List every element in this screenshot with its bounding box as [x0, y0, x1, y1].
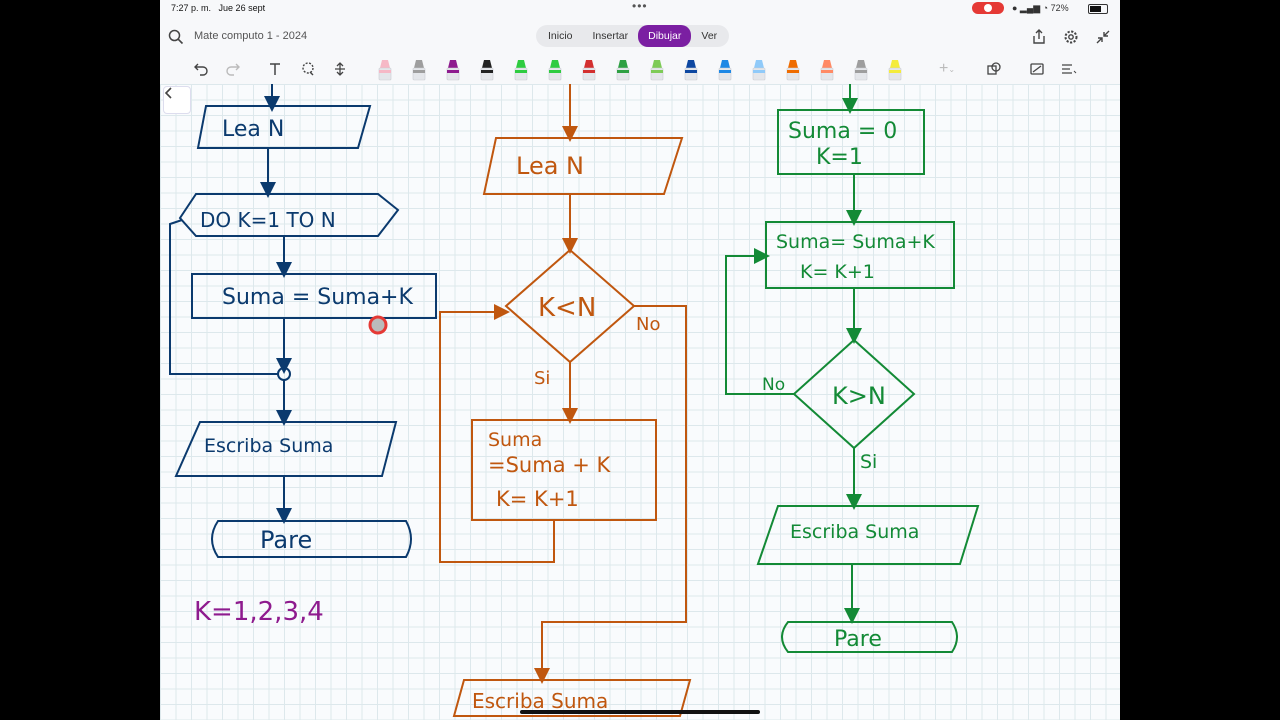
pen-15[interactable] — [854, 58, 868, 82]
drawing-toolbar: +⌄ — [160, 56, 1120, 82]
flow2-process-line3: K= K+1 — [496, 487, 579, 511]
no-branch-line — [534, 305, 687, 684]
flow3-yes-label: Si — [860, 451, 877, 473]
flow1-loop-text: DO K=1 TO N — [200, 208, 336, 232]
flowchart-2 — [439, 84, 692, 717]
flow3-output-text: Escriba Suma — [790, 521, 919, 543]
collapse-icon[interactable] — [1094, 28, 1112, 46]
flow1-process-text: Suma = Suma+K — [222, 285, 413, 310]
pen-11[interactable] — [718, 58, 732, 82]
pen-12[interactable] — [752, 58, 766, 82]
share-icon[interactable] — [1030, 28, 1048, 46]
pen-9[interactable] — [650, 58, 664, 82]
document-title[interactable]: Mate computo 1 - 2024 — [194, 30, 308, 42]
loop-connector — [277, 367, 291, 381]
tab-inicio[interactable]: Inicio — [548, 30, 573, 42]
tab-insertar[interactable]: Insertar — [592, 30, 629, 42]
flowchart-3 — [725, 84, 980, 653]
flow2-no-label: No — [636, 314, 660, 335]
pen-7[interactable] — [582, 58, 596, 82]
flow1-input-text: Lea N — [222, 117, 284, 142]
app-screen: 7:27 p. m. Jue 26 sept ••• ● ▂▄▆ ◔ 72% M… — [160, 0, 1120, 720]
redo-icon[interactable] — [222, 58, 244, 80]
flow2-process-line1: Suma — [488, 429, 542, 451]
back-button[interactable] — [163, 86, 191, 114]
ribbon-tabs: Inicio Insertar Dibujar Ver — [536, 25, 730, 47]
flowchart-drawing: Lea N DO K=1 TO N Suma = Suma+K Escriba … — [169, 84, 980, 717]
process-box — [471, 419, 657, 521]
pen-5[interactable] — [514, 58, 528, 82]
title-bar: Mate computo 1 - 2024 Inicio Insertar Di… — [160, 20, 1120, 54]
settings-gear-icon[interactable] — [1062, 28, 1080, 46]
process-box — [191, 273, 437, 319]
flow3-init-line1: Suma = 0 — [788, 119, 897, 144]
flow3-process-line2: K= K+1 — [800, 261, 875, 283]
output-shape — [756, 505, 980, 565]
home-indicator[interactable] — [520, 710, 760, 714]
add-space-icon[interactable] — [329, 58, 351, 80]
flow3-init-line2: K=1 — [816, 145, 863, 170]
shapes-icon[interactable] — [984, 58, 1006, 80]
status-bar: 7:27 p. m. Jue 26 sept ••• ● ▂▄▆ ◔ 72% — [160, 0, 1120, 18]
flow1-end-text: Pare — [260, 526, 312, 554]
pen-4[interactable] — [480, 58, 494, 82]
pen-14[interactable] — [820, 58, 834, 82]
status-battery-text: ● ▂▄▆ ◔ 72% — [1012, 3, 1069, 13]
screen-record-icon[interactable] — [972, 2, 1004, 14]
pen-3[interactable] — [446, 58, 460, 82]
flow3-no-label: No — [762, 375, 785, 395]
ink-to-shape-icon[interactable] — [1026, 58, 1048, 80]
output-shape — [174, 421, 398, 477]
flowchart-1 — [169, 84, 437, 558]
lasso-tool-icon[interactable] — [297, 58, 319, 80]
flow2-output-text: Escriba Suma — [472, 689, 608, 713]
flow2-yes-label: Si — [534, 368, 550, 389]
tab-dibujar[interactable]: Dibujar — [638, 25, 692, 47]
flow2-decision-text: K<N — [538, 293, 596, 323]
flow1-note-text: K=1,2,3,4 — [194, 597, 324, 627]
end-terminal — [211, 520, 412, 558]
flow2-process-line2: =Suma + K — [488, 453, 612, 477]
flow3-end-text: Pare — [834, 627, 882, 652]
init-box — [777, 109, 925, 175]
flow3-process-line1: Suma= Suma+K — [776, 231, 935, 253]
pen-1[interactable] — [378, 58, 392, 82]
chevron-left-icon — [164, 87, 172, 99]
note-canvas[interactable]: Lea N DO K=1 TO N Suma = Suma+K Escriba … — [160, 84, 1120, 720]
loop-shape — [178, 193, 400, 237]
flow2-input-text: Lea N — [516, 152, 584, 180]
pointer-cursor — [368, 315, 388, 335]
add-pen-icon[interactable]: +⌄ — [938, 60, 956, 77]
end-terminal — [781, 621, 958, 653]
input-shape — [482, 137, 684, 195]
text-tool-icon[interactable] — [264, 58, 286, 80]
loop-back-line — [439, 304, 555, 563]
flow3-decision-text: K>N — [832, 382, 886, 410]
undo-icon[interactable] — [190, 58, 212, 80]
pen-13[interactable] — [786, 58, 800, 82]
no-branch-line — [725, 248, 794, 395]
status-time: 7:27 p. m. Jue 26 sept — [171, 3, 266, 13]
multitask-dots-icon[interactable]: ••• — [632, 0, 648, 13]
input-shape — [196, 105, 372, 149]
loop-back-line — [169, 219, 278, 375]
pen-2[interactable] — [412, 58, 426, 82]
tab-ver[interactable]: Ver — [701, 30, 718, 42]
pen-8[interactable] — [616, 58, 630, 82]
pen-16[interactable] — [888, 58, 902, 82]
output-shape — [452, 679, 692, 717]
pen-6[interactable] — [548, 58, 562, 82]
flow1-output-text: Escriba Suma — [204, 435, 333, 457]
pen-10[interactable] — [684, 58, 698, 82]
search-icon[interactable] — [168, 29, 184, 45]
battery-icon — [1088, 4, 1108, 14]
ink-to-text-icon[interactable] — [1058, 58, 1080, 80]
